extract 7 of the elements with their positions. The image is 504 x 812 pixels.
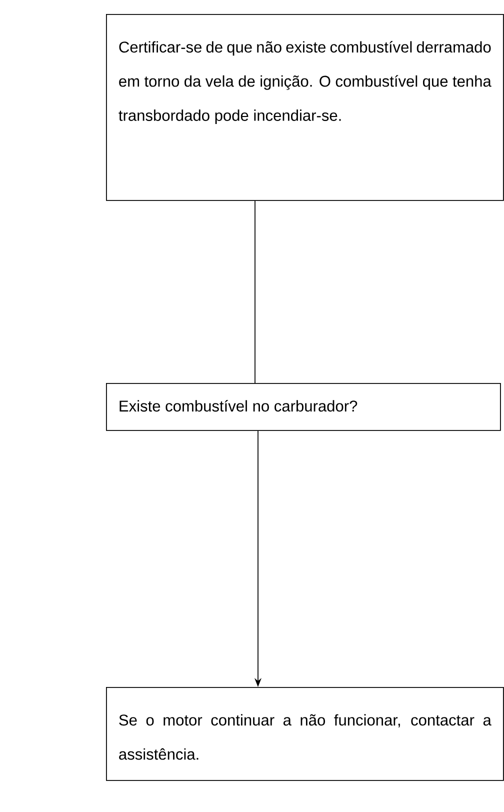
box-text: Se o motor continuar a não funcionar, contactar a assistência. xyxy=(119,714,492,760)
text-box xyxy=(106,14,504,201)
box-text: Certificar-se de que não existe combustível derramado em torno da vela de ignição. O combustível que tenha transbordado pode incendiar-se. xyxy=(118,41,492,124)
connector-line xyxy=(254,200,256,384)
text-box xyxy=(106,687,504,781)
box-text: Existe combustível no carburador? xyxy=(120,400,358,412)
text-box xyxy=(106,383,501,431)
